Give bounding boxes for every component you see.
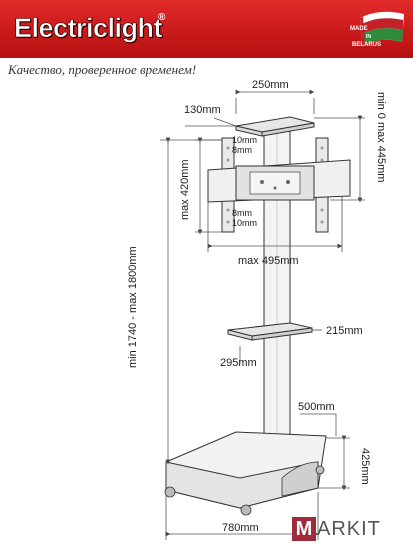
dim-shelf-mid-depth: 295mm [220, 357, 257, 369]
tv-bracket [207, 137, 351, 233]
tv-stand-diagram: 250mm 130mm min 0 max 445mm 10mm 8mm max… [127, 79, 387, 540]
dim-base-width: 780mm [222, 522, 259, 534]
brand-logo: Electriclight [14, 13, 163, 44]
dim-bracket-width: max 495mm [238, 255, 299, 267]
dim-top-height-range: min 0 max 445mm [375, 92, 387, 182]
made-in-belarus-badge: MADE IN BELARUS [350, 4, 408, 56]
dim-gap-top-b: 8mm [232, 145, 252, 155]
watermark-rest: ARKIT [317, 518, 381, 540]
markit-watermark: M ARKIT [292, 516, 381, 542]
in-label: IN [366, 34, 371, 40]
made-in-text: MADE [350, 26, 386, 33]
dimension-lines [160, 89, 365, 540]
slogan-text: Качество, проверенное временем! [8, 62, 197, 77]
dim-gap-top-a: 10mm [232, 135, 257, 145]
top-shelf [235, 116, 315, 137]
registered-mark: ® [158, 12, 166, 23]
middle-shelf [227, 322, 313, 341]
dim-shelf-mid-width: 215mm [326, 325, 363, 337]
dim-shelf-top-width: 250mm [252, 79, 289, 91]
dim-base-depth: 500mm [298, 401, 335, 413]
country-label: BELARUS [352, 42, 382, 48]
watermark-m: M [292, 517, 316, 541]
dim-total-height: min 1740 - max 1800mm [127, 246, 139, 368]
dim-shelf-top-depth: 130mm [184, 104, 221, 116]
header-bar: Electriclight ® MADE IN BELARUS [0, 0, 413, 58]
dim-gap-bottom-b: 10mm [232, 218, 257, 228]
dim-base-height: 425mm [359, 448, 371, 485]
base [164, 431, 327, 516]
made-label: MADE [350, 26, 368, 32]
dim-gap-bottom-a: 8mm [232, 208, 252, 218]
dim-bracket-height: max 420mm [179, 159, 191, 220]
flag-icon [360, 11, 404, 46]
